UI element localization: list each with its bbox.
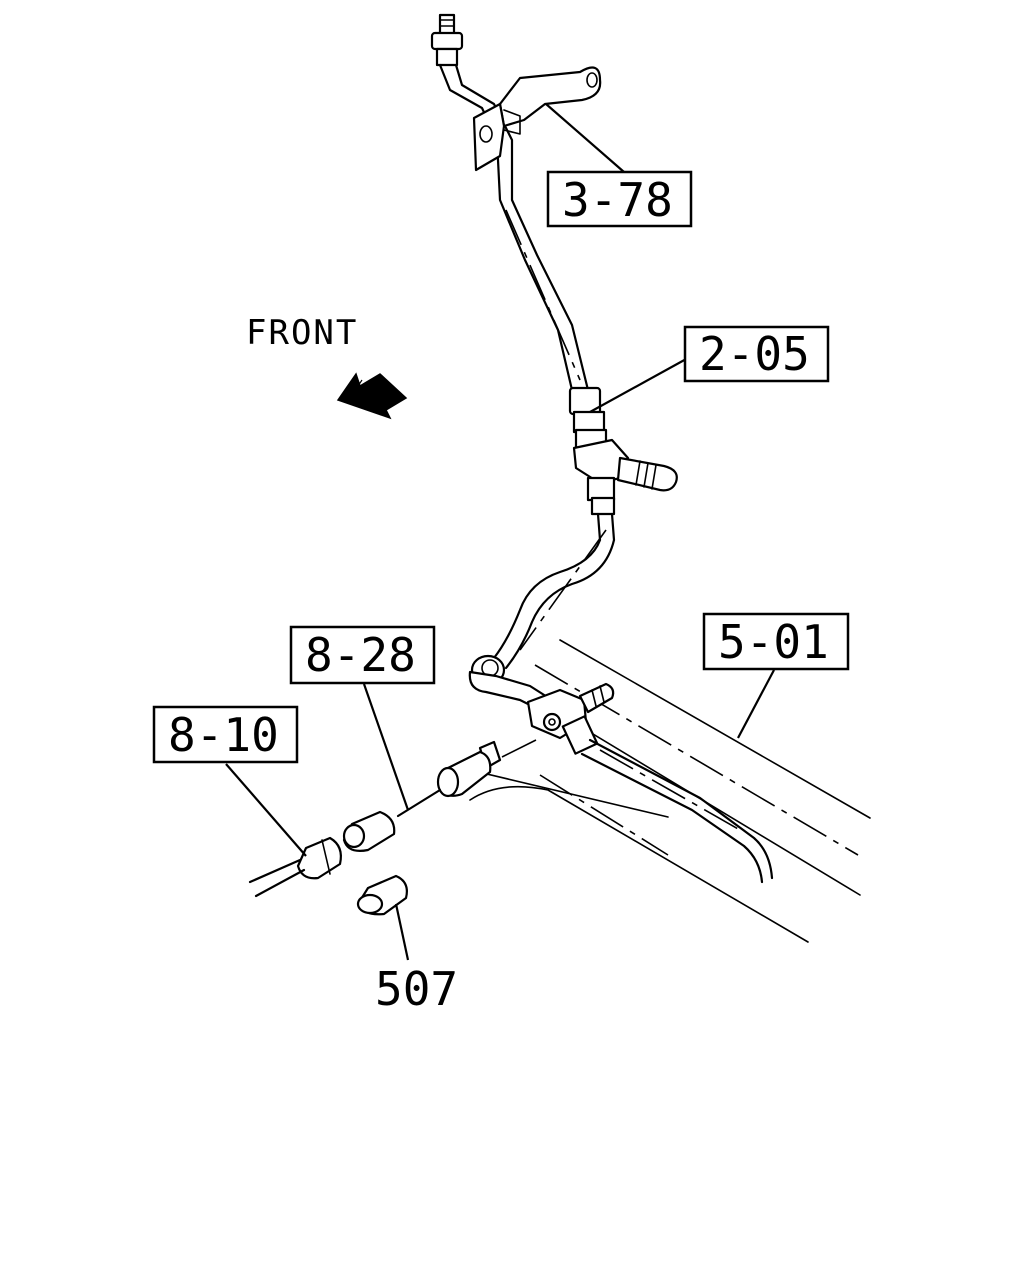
upper-brake-pipe <box>430 13 590 392</box>
callout-2-05-label: 2-05 <box>699 327 810 381</box>
callout-8-10[interactable]: 8-10 <box>152 705 299 764</box>
callout-8-10-label: 8-10 <box>168 708 279 762</box>
callout-2-05[interactable]: 2-05 <box>683 325 830 383</box>
sensor-assembly <box>342 739 537 852</box>
clip-part-507 <box>356 874 408 916</box>
front-label: FRONT <box>246 313 358 353</box>
front-direction-arrow <box>336 372 408 420</box>
leader-lines <box>225 103 775 961</box>
harness-connector <box>248 836 342 898</box>
callout-3-78[interactable]: 3-78 <box>546 170 693 228</box>
callout-3-78-label: 3-78 <box>562 173 673 227</box>
callout-8-28-label: 8-28 <box>305 628 416 682</box>
pipe-bracket <box>472 66 602 172</box>
brake-tee-fitting <box>568 386 678 516</box>
callout-5-01[interactable]: 5-01 <box>702 612 850 671</box>
callout-8-28[interactable]: 8-28 <box>289 625 436 685</box>
callout-5-01-label: 5-01 <box>718 615 829 669</box>
part-number-507[interactable]: 507 <box>375 962 458 1016</box>
hose-connector <box>468 654 774 884</box>
middle-brake-pipe <box>492 512 616 670</box>
